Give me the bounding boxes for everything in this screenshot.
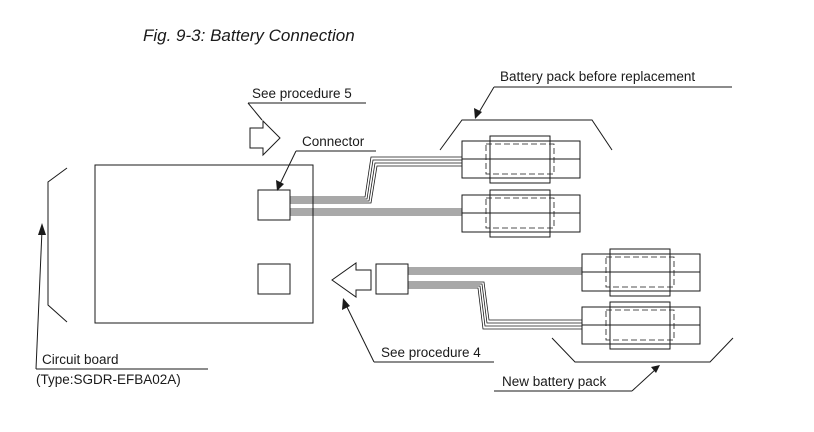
connector-label: Connector	[302, 134, 365, 149]
empty-socket	[257, 263, 291, 295]
new-battery-pack-1	[581, 248, 701, 297]
new-battery-arrowhead	[651, 365, 660, 373]
battery-before-arrowhead	[474, 108, 482, 119]
circuit-board-arrowhead	[38, 223, 46, 235]
circuit-board-label: Circuit board	[42, 352, 119, 367]
connector-socket	[257, 189, 291, 221]
new-battery-leader	[631, 368, 657, 392]
see-procedure-5-label: See procedure 5	[252, 86, 352, 101]
old-battery-bracket	[439, 119, 613, 151]
figure-title: Fig. 9-3: Battery Connection	[143, 26, 355, 45]
board-side-bracket	[47, 167, 68, 323]
new-battery-pack-2	[581, 301, 701, 350]
connector-arrowhead	[276, 180, 284, 191]
new-battery-label: New battery pack	[502, 374, 607, 389]
circuit-board-outline	[94, 164, 314, 324]
old-battery-pack-2	[461, 189, 581, 238]
old-battery-wires	[290, 156, 462, 216]
see-procedure-4-leader	[345, 304, 375, 363]
battery-before-label: Battery pack before replacement	[500, 69, 695, 84]
insert-arrow-procedure-4	[331, 262, 372, 298]
new-battery-bracket	[551, 337, 734, 363]
see-procedure-4-arrowhead	[342, 298, 350, 310]
see-procedure-5-leader	[247, 102, 263, 121]
see-procedure-4-label: See procedure 4	[381, 345, 481, 360]
old-battery-pack-1	[461, 135, 581, 184]
circuit-board	[94, 164, 314, 324]
circuit-board-type-label: (Type:SGDR-EFBA02A)	[36, 372, 181, 387]
battery-before-leader	[477, 86, 495, 115]
circuit-board-leader	[35, 229, 43, 370]
connector-leader	[278, 150, 297, 187]
new-battery-connector	[375, 263, 409, 295]
insert-arrow-procedure-5	[249, 119, 281, 157]
new-battery-wires	[408, 267, 582, 330]
